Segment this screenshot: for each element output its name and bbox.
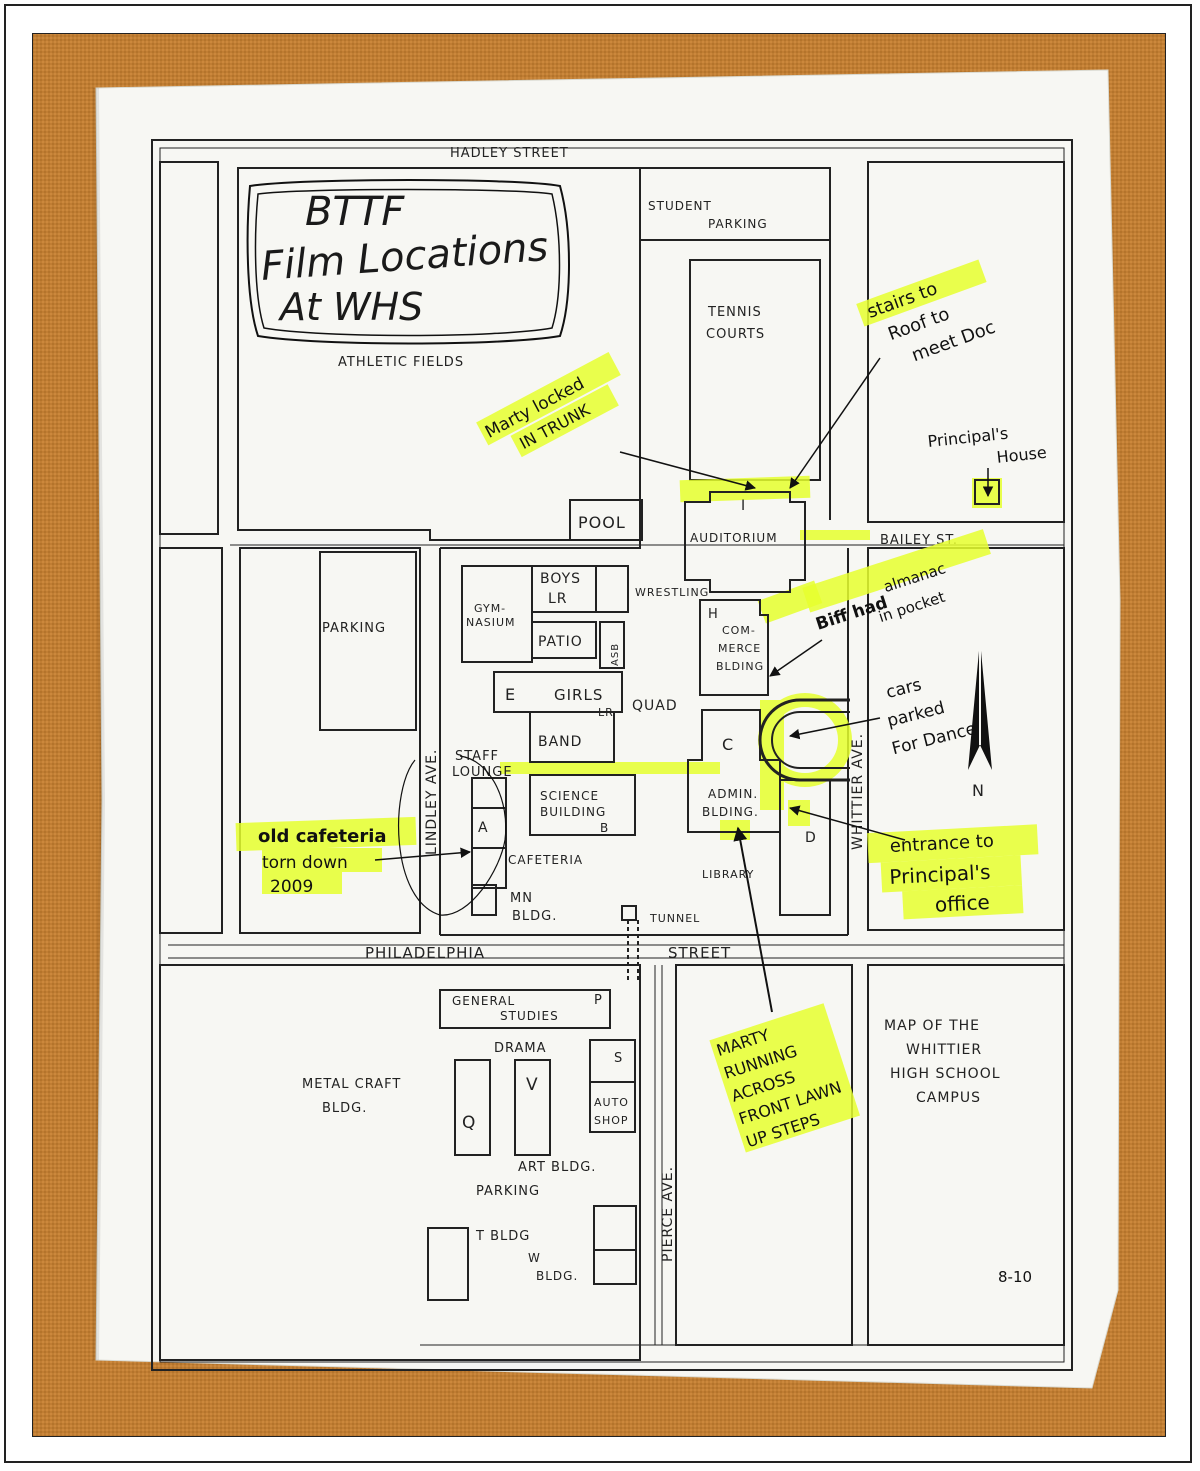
boys-lr-label-1: BOYS — [540, 571, 581, 587]
student-parking-label-2: PARKING — [708, 217, 768, 231]
metal-craft-label-2: BLDG. — [322, 1101, 367, 1116]
tunnel-label: TUNNEL — [649, 912, 700, 925]
library-label: LIBRARY — [702, 868, 754, 881]
map-title-line-4: CAMPUS — [916, 1090, 981, 1106]
admin-label-2: BLDING. — [702, 805, 759, 819]
building-labels: POOL I AUDITORIUM BOYS LR WRESTLING GYM-… — [302, 498, 817, 1283]
parking-south-label: PARKING — [476, 1184, 540, 1199]
street-labels: HADLEY STREET BAILEY ST. PHILADELPHIA ST… — [365, 146, 957, 1262]
note-cafeteria-1: old cafeteria — [258, 826, 387, 847]
student-parking-label-1: STUDENT — [648, 199, 712, 213]
parking-west-label: PARKING — [322, 621, 386, 636]
pierce-avenue-label: PIERCE AVE. — [660, 1166, 676, 1262]
title-line-1: BTTF — [305, 189, 405, 235]
staff-lounge-label-1: STAFF — [455, 749, 499, 764]
title-line-3: At WHS — [277, 285, 423, 329]
north-label: N — [972, 781, 985, 800]
philadelphia-label-a: PHILADELPHIA — [365, 944, 485, 962]
science-letter: B — [600, 821, 609, 835]
band-label: BAND — [538, 734, 582, 750]
hadley-street-label: HADLEY STREET — [450, 146, 569, 161]
map-legend: MAP OF THE WHITTIER HIGH SCHOOL CAMPUS 8… — [884, 1018, 1032, 1286]
art-building-label: ART BLDG. — [518, 1160, 596, 1175]
girls-lr-label: LR — [598, 706, 614, 719]
drama-label: DRAMA — [494, 1041, 547, 1056]
auditorium-label: AUDITORIUM — [690, 531, 778, 545]
w-building-label-2: BLDG. — [536, 1269, 578, 1283]
map-title-line-1: MAP OF THE — [884, 1018, 980, 1034]
admin-label-1: ADMIN. — [708, 787, 758, 801]
p-letter: P — [594, 993, 603, 1008]
commerce-label-2: MERCE — [718, 642, 761, 655]
page-code: 8-10 — [998, 1268, 1032, 1286]
mn-label-1: MN — [510, 891, 533, 906]
s-letter: S — [614, 1051, 623, 1066]
boys-lr-label-2: LR — [548, 591, 568, 607]
note-cafeteria-2: torn down — [262, 853, 348, 873]
e-letter: E — [505, 685, 516, 704]
general-studies-label-1: GENERAL — [452, 994, 515, 1008]
tennis-label-2: COURTS — [706, 327, 765, 342]
note-entrance-2: Principal's — [889, 860, 991, 889]
quad-label: QUAD — [632, 698, 678, 714]
wrestling-label: WRESTLING — [635, 586, 709, 599]
street-blocks — [159, 161, 1065, 1361]
note-cafeteria-3: 2009 — [270, 877, 313, 897]
metal-craft-label-1: METAL CRAFT — [302, 1077, 401, 1092]
a-letter: A — [478, 820, 489, 836]
auto-shop-label-1: AUTO — [594, 1096, 629, 1109]
north-arrow-icon: N — [968, 640, 992, 800]
science-label-1: SCIENCE — [540, 789, 599, 803]
tennis-label-1: TENNIS — [707, 305, 762, 320]
patio-label: PATIO — [538, 634, 583, 650]
area-labels: ATHLETIC FIELDS STUDENT PARKING TENNIS C… — [322, 199, 768, 1199]
cafeteria-label: CAFETERIA — [508, 853, 583, 867]
commerce-letter: H — [708, 607, 719, 622]
girls-label: GIRLS — [554, 686, 603, 704]
gym-label-1: GYM- — [474, 602, 506, 615]
v-letter: V — [526, 1075, 539, 1095]
paper-sheet — [95, 69, 1121, 1389]
general-studies-label-2: STUDIES — [500, 1009, 559, 1023]
lindley-avenue-label: LINDLEY AVE. — [424, 749, 440, 855]
map-title-line-3: HIGH SCHOOL — [890, 1066, 1001, 1082]
gym-label-2: NASIUM — [466, 616, 516, 629]
athletic-fields-label: ATHLETIC FIELDS — [338, 355, 464, 370]
d-letter: D — [805, 830, 817, 846]
auditorium-letter: I — [741, 498, 746, 514]
pool-label: POOL — [578, 513, 626, 532]
map-title-line-2: WHITTIER — [906, 1042, 982, 1058]
handwritten-notes: Marty locked IN TRUNK stairs to Roof to … — [258, 259, 1048, 1153]
q-letter: Q — [462, 1113, 476, 1133]
asb-label: ASB — [610, 643, 621, 666]
commerce-label-1: COM- — [722, 624, 756, 637]
mn-label-2: BLDG. — [512, 909, 557, 924]
w-building-label-1: W — [528, 1251, 541, 1265]
building-outlines — [427, 479, 1000, 1301]
admin-letter: C — [722, 735, 734, 754]
annotation-arrows — [374, 357, 994, 1013]
philadelphia-label-b: STREET — [668, 944, 731, 962]
science-label-2: BUILDING — [540, 805, 606, 819]
whittier-avenue-label: WHITTIER AVE. — [850, 733, 866, 850]
commerce-label-3: BLDING — [716, 660, 764, 673]
note-entrance-3: office — [934, 890, 990, 917]
staff-lounge-label-2: LOUNGE — [452, 765, 513, 780]
t-building-label: T BLDG — [475, 1229, 530, 1244]
auto-shop-label-2: SHOP — [594, 1114, 629, 1127]
